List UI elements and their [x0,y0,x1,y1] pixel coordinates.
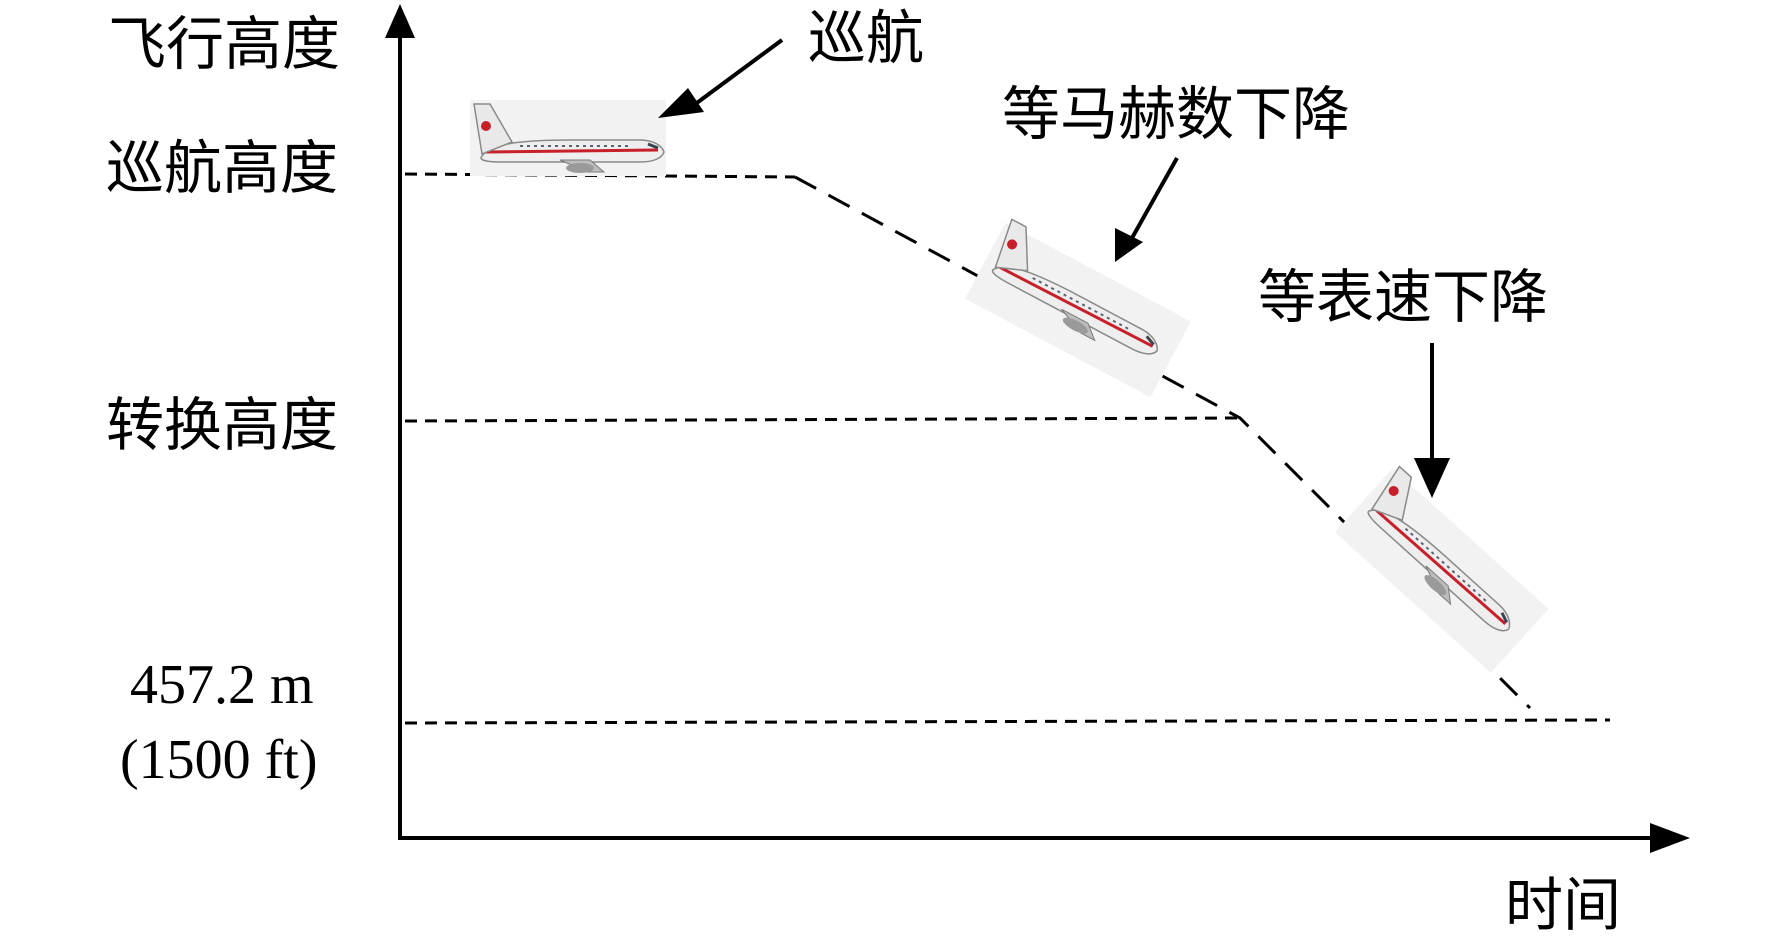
arrow-icon [658,38,784,118]
phase-label-cruise: 巡航 [808,4,924,72]
cruise-altitude-label: 巡航高度 [106,134,338,202]
final-altitude-value: 457.2 m [130,654,314,716]
final-altitude-unit: (1500 ft) [120,729,318,791]
airplane-icon [1334,465,1549,673]
arrow-icon [1115,157,1179,262]
y-axis-label: 飞行高度 [108,10,340,78]
airplane-icon [965,217,1191,398]
arrow-icon [1414,343,1450,498]
final-altitude-line [404,718,1611,725]
descent-profile-line [794,175,1532,710]
x-axis-arrowhead [1650,823,1690,853]
transition-altitude-label: 转换高度 [106,391,338,459]
transition-altitude-line [404,416,1241,423]
y-axis-arrowhead [385,4,415,38]
airplane-icon [470,100,666,176]
phase-label-constant-ias: 等表速下降 [1258,263,1548,331]
phase-label-constant-mach: 等马赫数下降 [1002,80,1350,148]
x-axis-label: 时间 [1505,871,1621,939]
